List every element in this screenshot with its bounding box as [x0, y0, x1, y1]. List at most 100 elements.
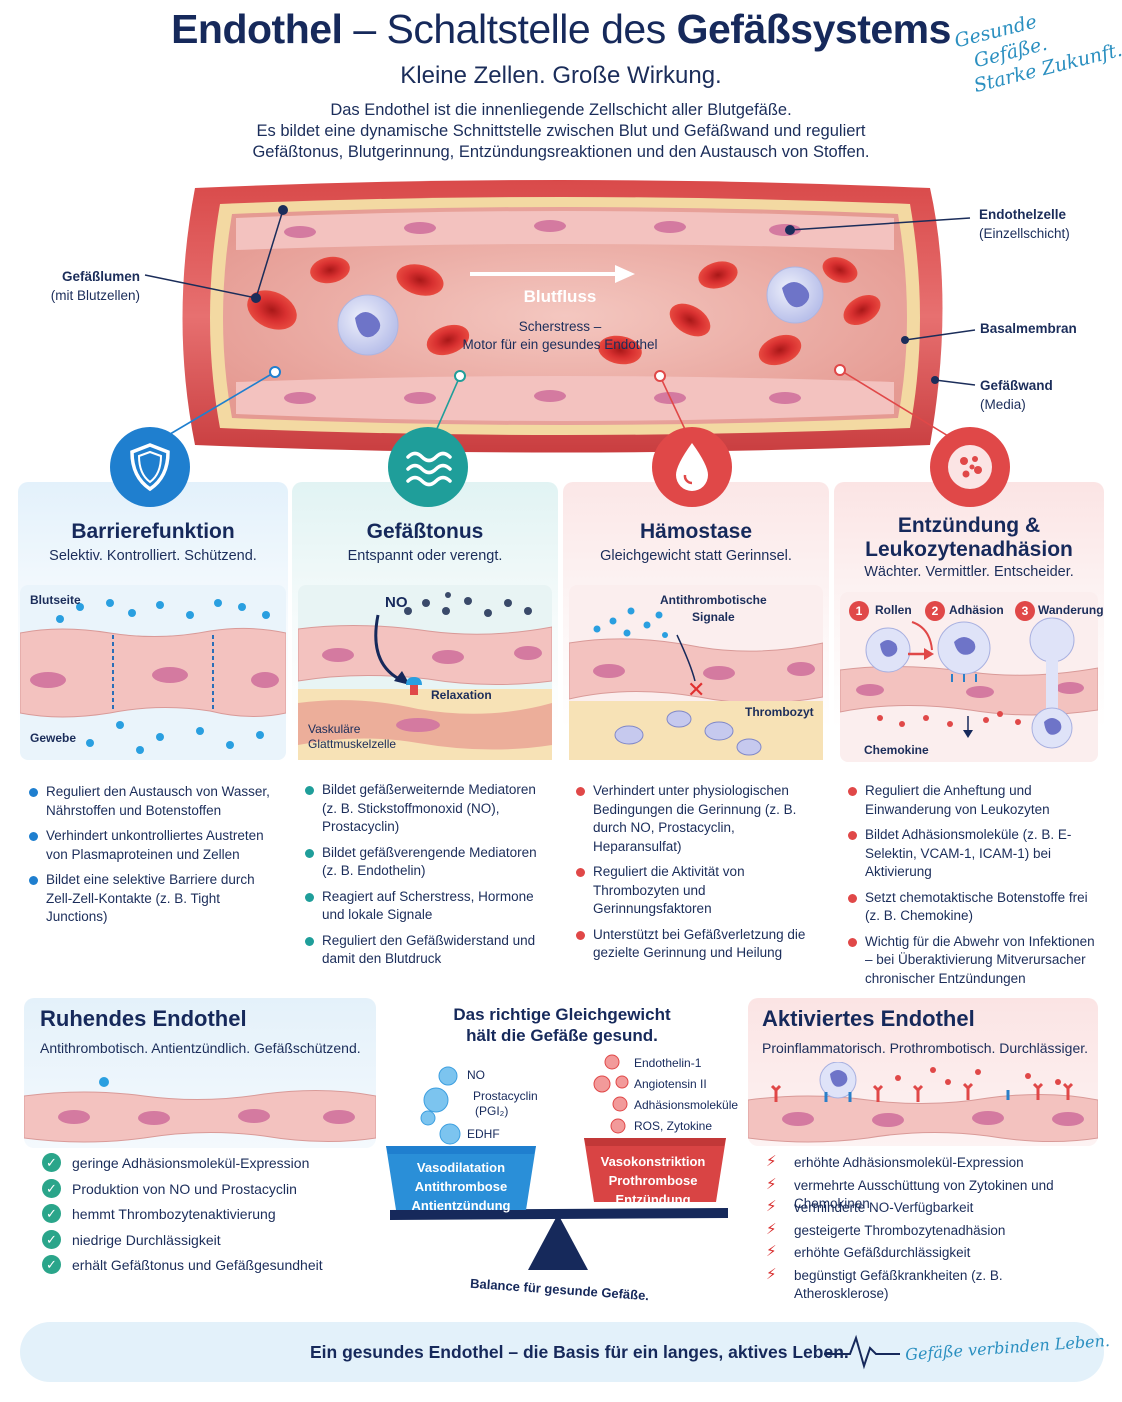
card-haemostase-bullets: Verhindert unter physiologischen Bedingu… [573, 782, 827, 970]
vessel-pointer-dots [251, 205, 939, 384]
label-no: NO [385, 594, 408, 611]
label-antithrombotic-line1: Antithrombotische [660, 593, 767, 607]
balance-title-line1: Das richtige Gleichgewicht [453, 1005, 671, 1024]
list-item: Produktion von NO und Prostacyclin [42, 1178, 372, 1205]
card-inflammation-title-line2: Leukozytenadhäsion [865, 538, 1073, 561]
heartbeat-icon [824, 1334, 900, 1370]
white-blood-cells [337, 266, 824, 356]
card-barrier-subtitle: Selektiv. Kontrolliert. Schützend. [49, 548, 257, 564]
leukocyte-icon [930, 427, 1010, 507]
right-bowl-line1: Vasokonstriktion [600, 1154, 706, 1169]
intro-line1: Das Endothel ist die innenliegende Zells… [330, 101, 792, 119]
step3-label: Wanderung [1038, 603, 1104, 617]
left-item-pgi2: (PGI₂) [475, 1104, 509, 1118]
label-lumen-title: Gefäßlumen [61, 269, 140, 284]
list-item: vermehrte Ausschüttung von Zytokinen und… [766, 1176, 1098, 1211]
page-title: Endothel – Schaltstelle des Gefäßsystems [0, 6, 1122, 53]
list-item: Bildet gefäßverengende Mediatoren (z. B.… [302, 844, 554, 881]
haemostase-illustration: ✕ [569, 585, 823, 760]
resting-subtitle: Antithrombotisch. Antientzündlich. Gefäß… [40, 1040, 361, 1056]
label-endothelzelle-title: Endothelzelle [979, 207, 1067, 222]
inflammation-illustration [840, 592, 1098, 762]
list-item: erhält Gefäßtonus und Gefäßgesundheit [42, 1255, 372, 1281]
blood-drop-icon [652, 427, 732, 507]
label-gefaesswand: Gefäßwand (Media) [980, 376, 1053, 414]
label-shear: Scherstress – Motor für ein gesundes End… [430, 318, 690, 354]
list-item: Bildet Adhäsionsmoleküle (z. B. E-Selekt… [845, 826, 1102, 882]
title-part2: – Schaltstelle des [353, 6, 677, 52]
left-bowl-line2: Antithrombose [414, 1179, 508, 1194]
resting-list: geringe Adhäsionsmolekül-Expression Prod… [42, 1153, 372, 1281]
left-item-edhf: EDHF [467, 1127, 500, 1141]
label-blutseite: Blutseite [30, 593, 81, 607]
list-item: verminderte NO-Verfügbarkeit [766, 1198, 1098, 1222]
list-item: Setzt chemotaktische Botenstoffe frei (z… [845, 889, 1102, 926]
list-item: Verhindert unter physiologischen Bedingu… [573, 782, 827, 856]
left-item-prostacyclin: Prostacyclin [473, 1089, 538, 1103]
card-tonus-bullets: Bildet gefäßerweiternde Mediatoren (z. B… [302, 781, 554, 976]
label-antithrombotic-line2: Signale [691, 610, 735, 624]
activated-list: erhöhte Adhäsionsmolekül-Expression verm… [766, 1153, 1098, 1301]
label-gefaesswand-title: Gefäßwand [980, 378, 1053, 393]
card-tonus-title: Gefäßtonus [366, 520, 484, 543]
label-gewebe: Gewebe [30, 731, 77, 745]
label-muscle-line1: Vaskuläre [308, 722, 361, 736]
intro-text: Das Endothel ist die innenliegende Zells… [180, 100, 942, 163]
card-inflammation-title: Entzündung & Leukozytenadhäsion [834, 514, 1104, 562]
label-thrombozyt: Thrombozyt [745, 705, 814, 719]
resting-title: Ruhendes Endothel [40, 1006, 247, 1031]
balance-scale-illustration [386, 1054, 728, 1270]
label-gefaesswand-sub: (Media) [980, 397, 1026, 412]
left-bowl-line1: Vasodilatation [416, 1160, 506, 1175]
right-item-endothelin: Endothelin-1 [634, 1056, 702, 1070]
label-relaxation: Relaxation [431, 688, 492, 702]
shield-icon [110, 427, 190, 507]
label-muscle-line2: Glattmuskelzelle [308, 737, 397, 751]
step1-label: Rollen [875, 603, 912, 617]
vessel-pointer-lines [144, 209, 976, 386]
footer-text: Ein gesundes Endothel – die Basis für ei… [310, 1342, 849, 1362]
step3-badge: 3 [1015, 601, 1035, 621]
list-item: gesteigerte Thrombozytenadhäsion [766, 1221, 1098, 1245]
left-bowl-text: Vasodilatation Antithrombose Antientzünd… [390, 1158, 532, 1215]
list-item: Reguliert den Gefäßwiderstand und damit … [302, 932, 554, 969]
list-item: Verhindert unkontrolliertes Austreten vo… [26, 827, 284, 864]
right-item-angiotensin: Angiotensin II [634, 1077, 707, 1091]
step1-badge: 1 [849, 601, 869, 621]
list-item: Reguliert den Austausch von Wasser, Nähr… [26, 783, 284, 820]
card-inflammation-bullets: Reguliert die Anheftung und Einwanderung… [845, 782, 1102, 995]
intro-line2: Es bildet eine dynamische Schnittstelle … [256, 122, 866, 140]
footer-banner [20, 1322, 1104, 1382]
list-item: begünstigt Gefäßkrankheiten (z. B. Ather… [766, 1266, 1098, 1301]
right-bowl-line3: Entzündung [615, 1192, 691, 1207]
label-lumen-sub: (mit Blutzellen) [50, 288, 140, 303]
vessel-lumen [223, 207, 907, 425]
svg-text:✕: ✕ [687, 678, 705, 703]
activated-title: Aktiviertes Endothel [762, 1006, 975, 1031]
right-bowl-text: Vasokonstriktion Prothrombose Entzündung [588, 1152, 718, 1209]
card-inflammation-subtitle: Wächter. Vermittler. Entscheider. [864, 564, 1074, 580]
list-item: Wichtig für die Abwehr von Infektionen –… [845, 933, 1102, 989]
card-barrier-bullets: Reguliert den Austausch von Wasser, Nähr… [26, 783, 284, 934]
label-basalmembran: Basalmembran [980, 319, 1077, 338]
label-endothelzelle: Endothelzelle (Einzellschicht) [979, 205, 1070, 243]
step2-badge: 2 [925, 601, 945, 621]
red-blood-cells [247, 256, 881, 366]
label-basalmembran-text: Basalmembran [980, 321, 1077, 336]
flow-arrow-head [615, 265, 635, 283]
label-antithrombotic: Antithrombotische Signale [660, 592, 767, 626]
resting-cells-illustration [24, 1077, 376, 1143]
right-item-ros: ROS, Zytokine [634, 1119, 713, 1133]
list-item: hemmt Thrombozytenaktivierung [42, 1204, 372, 1230]
card-haemostase-title: Hämostase [639, 520, 753, 543]
activated-subtitle: Proinflammatorisch. Prothrombotisch. Dur… [762, 1040, 1089, 1056]
waves-icon [388, 427, 468, 507]
label-lumen: Gefäßlumen (mit Blutzellen) [36, 267, 140, 305]
title-part1: Endothel [171, 6, 343, 52]
list-item: Reagiert auf Scherstress, Hormone und lo… [302, 888, 554, 925]
list-item: Unterstützt bei Gefäßverletzung die gezi… [573, 926, 827, 963]
list-item: Bildet gefäßerweiternde Mediatoren (z. B… [302, 781, 554, 837]
list-item: erhöhte Gefäßdurchlässigkeit [766, 1243, 1098, 1267]
left-molecules [420, 1066, 461, 1145]
label-endothelzelle-sub: (Einzellschicht) [979, 226, 1070, 241]
